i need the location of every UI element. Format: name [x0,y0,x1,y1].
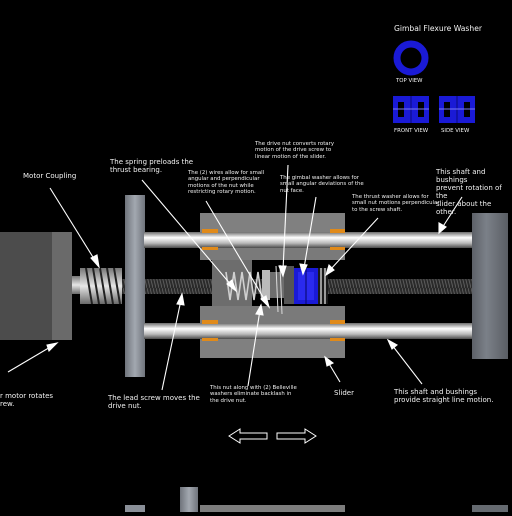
guide-rod-bottom [144,323,474,339]
motor-label: r motor rotates rew. [0,392,54,408]
shaft-bottom-label: This shaft and bushings provide straight… [394,388,494,404]
motor-flange [52,232,72,340]
motor-coupling [80,267,122,305]
leader-arrows [7,164,463,391]
bushings [202,229,345,341]
gimbal-washer [294,268,318,304]
spring-label: The spring preloads the thrust bearing. [110,158,194,174]
thrust-washer-label: The thrust washer allows for small nut m… [352,194,440,213]
gimbal-ring-top-view-icon [393,40,429,76]
legend-title: Gimbal Flexure Washer [394,24,482,33]
side-view-label: SIDE VIEW [441,128,470,134]
left-end-plate [125,195,145,377]
gimbal-front-view-icon [393,96,429,123]
top-view-label: TOP VIEW [396,78,423,84]
wires-label: The (2) wires allow for small angular an… [188,170,265,196]
double-outline-arrow-left-right-icon[interactable] [228,428,317,444]
belleville-washers [262,270,270,300]
motor-coupling-label: Motor Coupling [23,172,77,180]
motor-shaft [72,276,82,294]
wire-1 [279,264,283,315]
slider-label: Slider [334,389,354,397]
wire-2 [275,265,279,313]
shaft-top-label: This shaft and bushings prevent rotation… [436,168,502,216]
thrust-washer [318,268,328,304]
lead-screw-label: The lead screw moves the drive nut. [108,394,200,410]
nut-belleville-label: This nut along with (2) Belleville washe… [210,385,297,404]
drive-nut-label: The drive nut converts rotary motion of … [255,141,335,160]
lower-drawing-preview [125,487,508,512]
right-end-plate [472,213,508,359]
drive-nut [284,266,294,304]
gimbal-washer-label: The gimbal washer allows for small angul… [280,175,364,194]
gimbal-side-view-icon [439,96,475,123]
front-view-label: FRONT VIEW [394,128,429,134]
